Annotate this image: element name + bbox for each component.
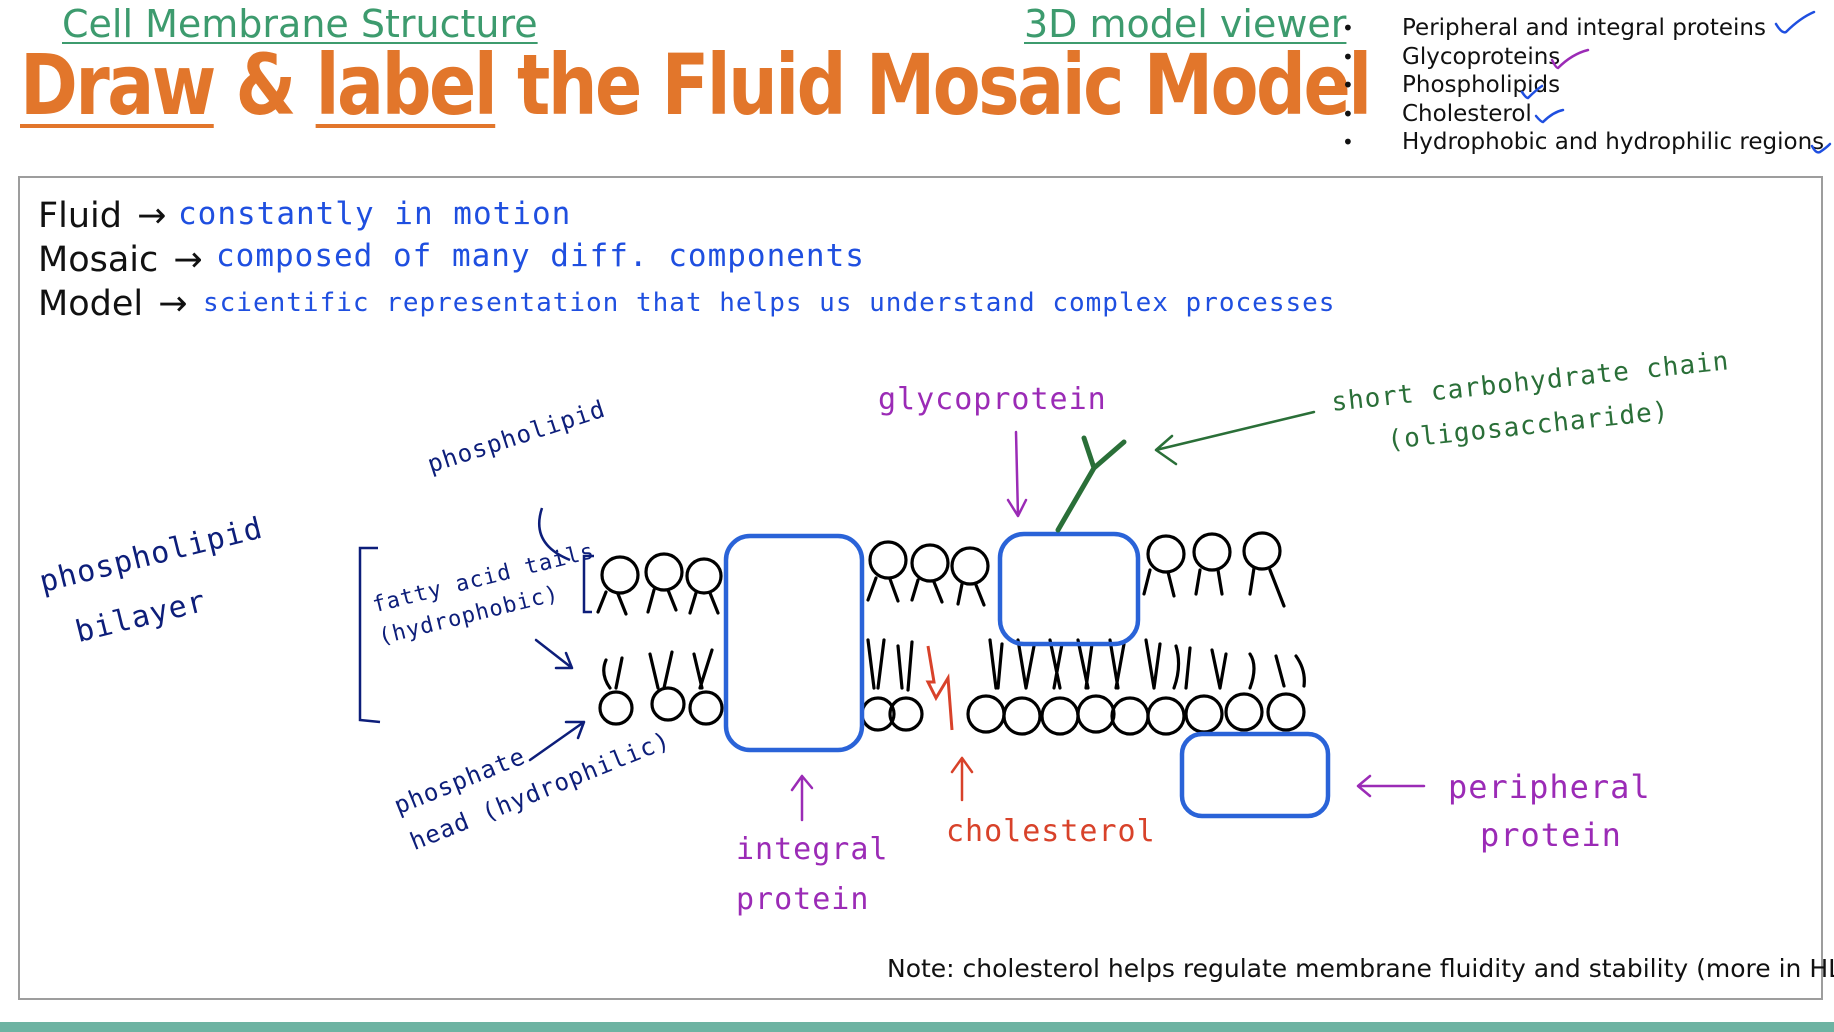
title-rest: the Fluid Mosaic Model xyxy=(495,36,1372,134)
title-label: label xyxy=(315,36,498,134)
checklist-item-label: Cholesterol xyxy=(1402,100,1532,127)
definition-term: Fluid xyxy=(38,196,122,236)
label-glycoprotein: glycoprotein xyxy=(878,382,1107,417)
lower-leaflet-left xyxy=(598,648,724,726)
checklist: • Peripheral and integral proteins • Glyco… xyxy=(1342,14,1824,157)
upper-leaflet-right xyxy=(1142,531,1286,608)
bullet: • xyxy=(1342,101,1354,126)
cholesterol-note: Note: cholesterol helps regulate membran… xyxy=(887,954,1834,983)
checkmark-icon xyxy=(1520,84,1544,100)
peripheral-arrow-icon xyxy=(1356,774,1426,798)
tails-arrow-icon xyxy=(534,638,574,670)
glycoprotein-shape xyxy=(997,531,1141,647)
title-ampersand: & xyxy=(213,36,316,134)
label-integral-line2: protein xyxy=(736,882,870,917)
lower-leaflet-middle xyxy=(860,638,924,732)
checklist-item: • Hydrophobic and hydrophilic regions xyxy=(1342,128,1824,157)
arrow-right-icon: → xyxy=(173,240,203,280)
glycoprotein-arrow-icon xyxy=(1006,430,1028,518)
carbohydrate-arrow-icon xyxy=(1154,410,1316,466)
integral-arrow-icon xyxy=(790,774,814,822)
definition-model: Model → xyxy=(38,284,188,324)
upper-leaflet-middle xyxy=(866,540,990,607)
definition-fluid: Fluid → xyxy=(38,196,166,236)
phospholipid-pointer xyxy=(537,507,571,562)
checkmark-icon xyxy=(1550,48,1590,70)
definition-term: Mosaic xyxy=(38,240,159,280)
checkmark-icon xyxy=(1810,142,1832,154)
title-draw: Draw xyxy=(20,36,216,134)
checklist-item-label: Hydrophobic and hydrophilic regions xyxy=(1402,129,1825,155)
integral-protein-shape xyxy=(723,533,865,753)
bilayer-bracket xyxy=(358,546,381,724)
cell-membrane-structure-link[interactable]: Cell Membrane Structure xyxy=(62,2,538,46)
peripheral-protein-shape xyxy=(1179,731,1331,819)
checkmark-icon xyxy=(1774,10,1816,34)
label-peripheral-line2: protein xyxy=(1480,816,1622,854)
definition-model-handwritten: scientific representation that helps us … xyxy=(203,288,1336,318)
lower-leaflet-right xyxy=(966,638,1306,736)
definition-fluid-handwritten: constantly in motion xyxy=(178,196,572,232)
upper-leaflet-left xyxy=(596,552,723,616)
label-integral-line1: integral xyxy=(736,832,889,867)
3d-model-viewer-link[interactable]: 3D model viewer xyxy=(1024,2,1347,46)
definition-mosaic-handwritten: composed of many diff. components xyxy=(216,238,865,274)
arrow-right-icon: → xyxy=(158,284,188,324)
checklist-item-label: Glycoproteins xyxy=(1402,43,1561,70)
cholesterol-arrow-icon xyxy=(950,756,974,802)
definition-mosaic: Mosaic → xyxy=(38,240,203,280)
small-bracket xyxy=(582,554,594,614)
checklist-item: • Glycoproteins xyxy=(1342,43,1824,72)
bottom-accent-bar xyxy=(0,1022,1834,1032)
bullet: • xyxy=(1342,73,1354,97)
carbohydrate-chain xyxy=(1055,435,1127,533)
bullet: • xyxy=(1342,16,1354,40)
arrow-right-icon: → xyxy=(137,196,167,236)
bullet: • xyxy=(1342,130,1354,154)
checkmark-icon xyxy=(1534,108,1565,124)
checklist-item: • Cholesterol xyxy=(1342,100,1824,129)
label-peripheral-line1: peripheral xyxy=(1448,768,1651,806)
page-title: Draw & label the Fluid Mosaic Model xyxy=(20,36,1372,134)
definition-term: Model xyxy=(38,284,144,324)
checklist-item: • Peripheral and integral proteins xyxy=(1342,14,1824,43)
drawing-frame xyxy=(18,176,1823,1000)
cholesterol-molecule xyxy=(925,645,954,731)
label-cholesterol: cholesterol xyxy=(946,814,1156,849)
bullet: • xyxy=(1342,44,1354,69)
checklist-item-label: Peripheral and integral proteins xyxy=(1402,15,1766,41)
head-arrow-icon xyxy=(528,720,586,762)
